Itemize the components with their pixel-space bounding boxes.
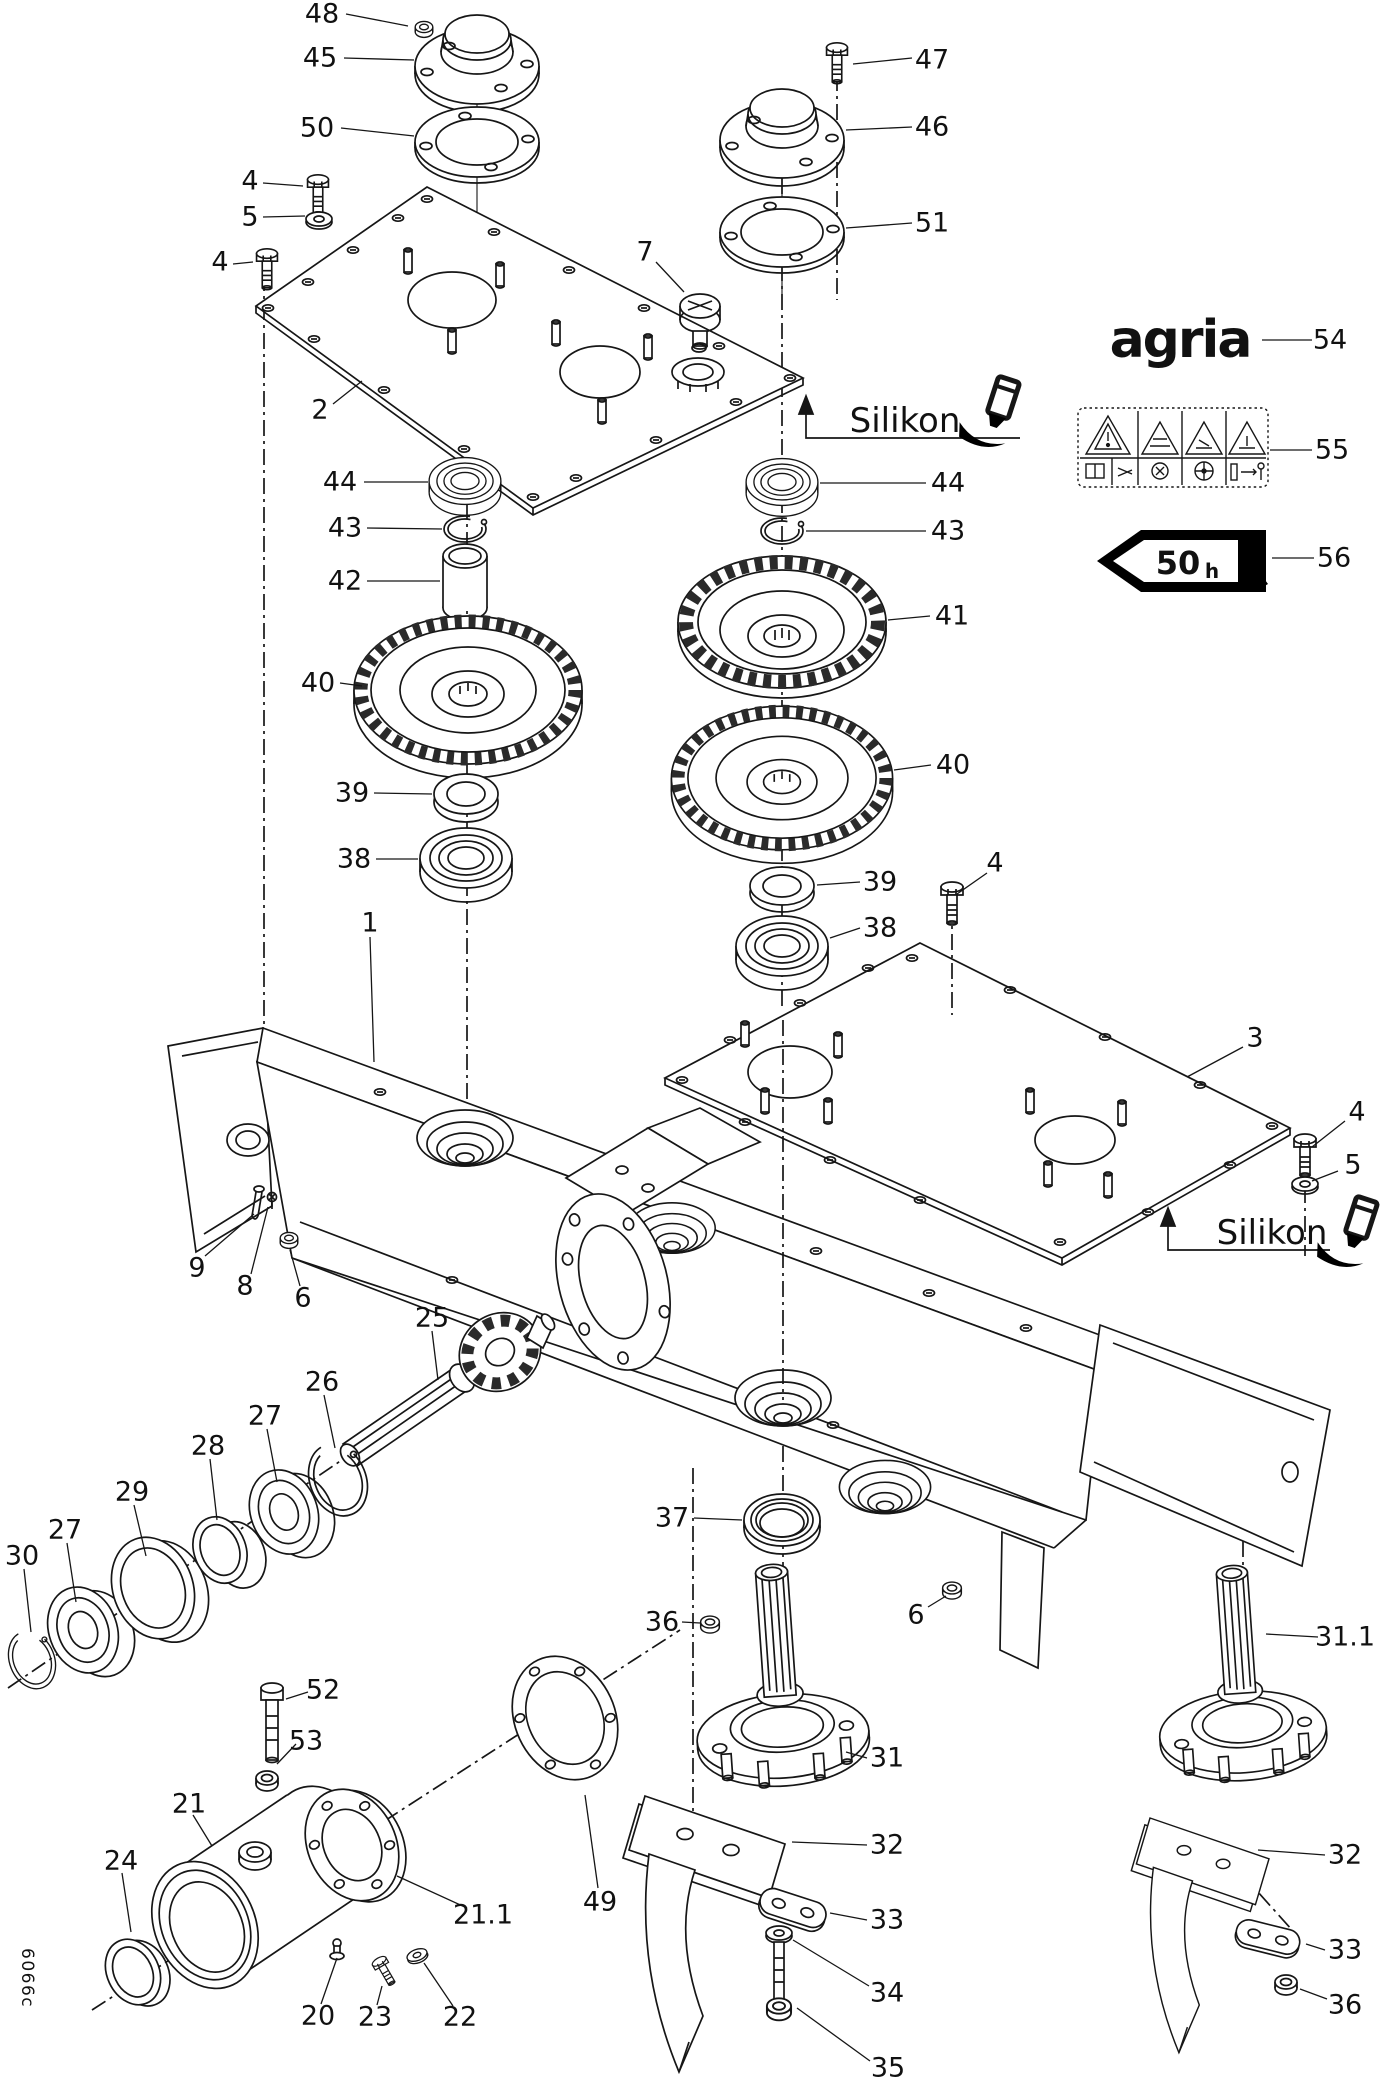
cover-plate-3	[663, 942, 1292, 1266]
output-shaft-31	[684, 1557, 874, 1794]
bearing-27	[237, 1454, 347, 1574]
washer-22	[404, 1945, 431, 1967]
right-cover-column	[719, 41, 849, 274]
right-geartrain	[671, 457, 1319, 1195]
bolt-52	[260, 1682, 284, 1764]
right-output-group	[1130, 1558, 1331, 2054]
silicone-text: Silikon	[1217, 1213, 1328, 1253]
warning-triangle-icon	[1140, 420, 1180, 455]
nut-53	[255, 1770, 279, 1792]
washer-5	[305, 211, 333, 230]
flange-21-1	[304, 1788, 407, 1903]
shaft-seal-37	[743, 1493, 821, 1555]
gasket-51	[719, 196, 845, 274]
service-interval-badge: 50 h	[1097, 530, 1268, 592]
bolt-4	[940, 881, 964, 926]
pinion-shaft-25	[339, 1311, 556, 1468]
agria-logo: agria	[1110, 310, 1251, 370]
spur-gear-40	[671, 706, 892, 863]
warning-triangle-icon	[1184, 420, 1224, 455]
link-plate-33	[1231, 1916, 1304, 1962]
screw-8	[266, 1191, 278, 1209]
read-manual-icon	[1085, 463, 1105, 479]
circlip-43	[443, 515, 488, 543]
bolt-23	[370, 1953, 400, 1989]
bearing-38	[419, 827, 513, 903]
silicone-text: Silikon	[850, 401, 961, 441]
bolt-4	[255, 247, 279, 291]
plate3-centerlines	[782, 905, 953, 1400]
grease-gun-icon	[1240, 536, 1268, 592]
grease-nipple-20	[329, 1938, 345, 1961]
bearing-44	[428, 456, 502, 516]
nut-36	[1274, 1974, 1298, 1996]
leader-lines	[23, 13, 1346, 2062]
rotating-tines-icon	[1194, 461, 1214, 481]
bolt-35	[765, 1941, 793, 2022]
bearing-38	[735, 915, 829, 991]
output-tube-group	[104, 1655, 619, 2007]
spacer-42	[442, 543, 488, 621]
warning-triangle-icon	[1084, 414, 1132, 455]
bevel-gear-41	[678, 556, 886, 698]
keep-hands-away-icon	[1117, 467, 1133, 477]
silicone-note-top: Silikon	[797, 369, 1024, 454]
seal-ring-24	[104, 1938, 171, 2007]
service-hours-unit: h	[1205, 559, 1219, 583]
warning-sticker	[1077, 407, 1269, 488]
rotating-parts-icon	[1151, 462, 1169, 480]
skid-bracket-32	[622, 1795, 786, 2073]
bearing-cover-46	[719, 88, 845, 187]
bearing-cover-45	[414, 14, 540, 113]
washer-39	[433, 773, 499, 823]
nut-36	[699, 1615, 721, 1634]
gasket-49	[511, 1655, 619, 1781]
left-geartrain	[354, 456, 582, 903]
gasket-50	[414, 106, 540, 184]
spur-gear-40	[354, 616, 582, 778]
nut-6	[279, 1231, 299, 1250]
warning-triangle-icon	[1227, 420, 1267, 455]
drawing-code: 6066c	[17, 1948, 37, 2008]
keep-distance-icon	[1230, 462, 1265, 481]
bolt-4	[306, 173, 330, 217]
bolt-47	[825, 41, 849, 85]
nut-48	[414, 20, 434, 39]
center-output-group	[622, 1493, 963, 2073]
washer-39	[749, 866, 815, 913]
cover-plate-2	[254, 186, 805, 516]
silicone-note-bottom: Silikon	[1159, 1189, 1382, 1274]
washer-34	[765, 1925, 793, 1944]
output-shaft-31-1	[1147, 1558, 1331, 1788]
service-hours-value: 50	[1156, 544, 1201, 582]
gearbox-housing	[167, 1026, 1331, 1670]
bolt-4	[1293, 1133, 1317, 1178]
link-plate-33	[754, 1884, 831, 1936]
silicone-tube-icon	[954, 369, 1024, 454]
cotter-pin-9	[251, 1191, 263, 1220]
